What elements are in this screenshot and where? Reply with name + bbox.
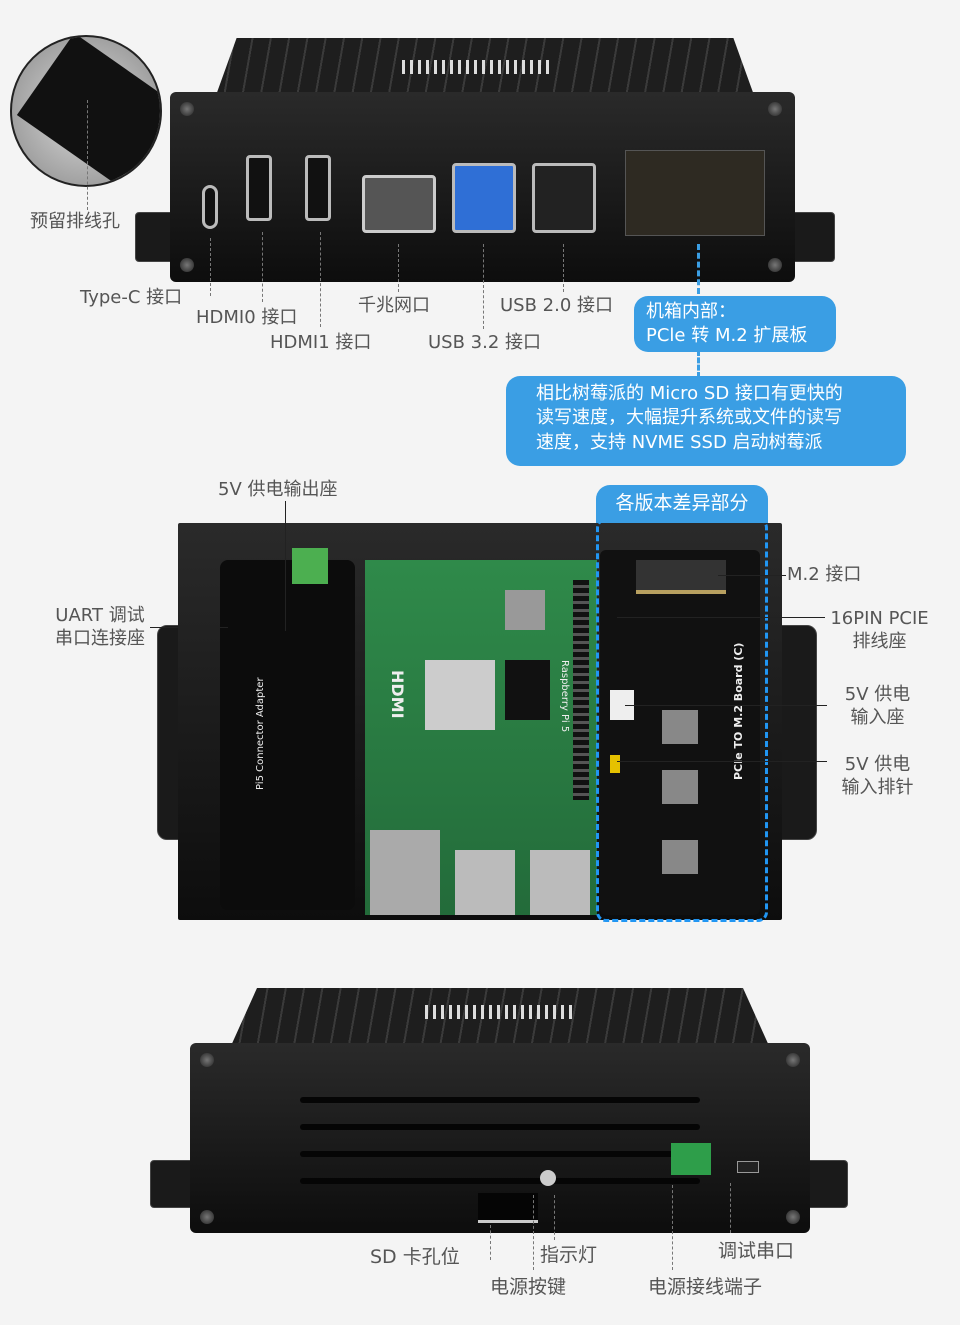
power-button-label: 电源按键 [490,1276,567,1298]
debug-uart-port [737,1161,759,1173]
mount-pad [662,840,698,874]
screw-icon [768,102,782,116]
hdmi0-label: HDMI0 接口 [196,307,298,328]
type-c-port [202,185,218,229]
ethernet-label: 千兆网口 [358,295,430,316]
pi5-connector-adapter: Pi5 Connector Adapter [220,560,355,910]
pcie-board-edge [625,150,765,236]
screw-icon [768,258,782,272]
chip [505,590,545,630]
ethernet-jack [370,830,440,915]
usb-jack [530,850,590,915]
hdmi-silkscreen: HDMI [388,670,407,719]
type-c-label: Type-C 接口 [80,287,183,308]
cable-hole-inset [10,35,162,187]
indicator-led [540,1170,556,1186]
debug-uart-label: 调试串口 [718,1240,795,1262]
power-pin-label: 5V 供电 输入排针 [841,754,914,799]
description-callout: 相比树莓派的 Micro SD 接口有更快的 读写速度，大幅提升系统或文件的读写… [506,376,906,466]
hdmi0-port [246,155,272,221]
pcie-ribbon-label: 16PIN PCIE 排线座 [830,608,929,653]
power-output-label: 5V 供电输出座 [218,479,338,500]
vent-icon [402,60,552,74]
usb-jack [455,850,515,915]
vent-icon [425,1005,575,1019]
soc-chip [425,660,495,730]
power-socket-label: 5V 供电 输入座 [844,684,911,729]
version-diff-outline [596,518,768,922]
description-line: 相比树莓派的 Micro SD 接口有更快的 [536,383,843,404]
pcie-callout: 机箱内部： PCle 转 M.2 扩展板 [634,296,836,352]
cable-hole-label: 预留排线孔 [30,211,120,232]
version-diff-badge: 各版本差异部分 [596,485,768,523]
ram-chip [505,660,550,720]
screw-icon [180,258,194,272]
hdmi1-label: HDMI1 接口 [270,332,372,353]
description-line: 读写速度，大幅提升系统或文件的读写 [536,407,842,429]
screw-icon [180,102,194,116]
adapter-board-label: Pi5 Connector Adapter [255,677,266,790]
description-line: 速度，支持 NVME SSD 启动树莓派 [536,431,823,453]
mount-pad [662,770,698,804]
callout-title: 机箱内部： [646,301,736,322]
usb3-port [452,163,516,233]
power-pin-header [610,755,620,773]
m2-connector-label: M.2 接口 [787,564,862,585]
sd-slot-label: SD 卡孔位 [370,1246,460,1268]
uart-label: UART 调试 串口连接座 [55,605,145,650]
power-terminal-label: 电源接线端子 [648,1276,763,1298]
pi-board-label: Raspberry Pi 5 [559,660,570,733]
mount-pad [662,710,698,744]
usb2-label: USB 2.0 接口 [500,295,614,316]
m2-slot [636,560,726,594]
ethernet-port [362,175,436,233]
hdmi1-port [305,155,331,221]
gpio-header [573,580,589,800]
raspberry-pi-5-board: HDMI Raspberry Pi 5 [365,560,597,915]
pcie-to-m2-board: PCIe TO M.2 Board (C) [600,550,760,915]
green-terminal [292,548,328,584]
usb2-port [532,163,596,233]
callout-subtitle: PCle 转 M.2 扩展板 [646,325,808,347]
power-terminal[interactable] [671,1143,711,1175]
usb3-label: USB 3.2 接口 [428,332,542,353]
sd-card-slot [478,1193,538,1223]
led-label: 指示灯 [540,1244,598,1266]
